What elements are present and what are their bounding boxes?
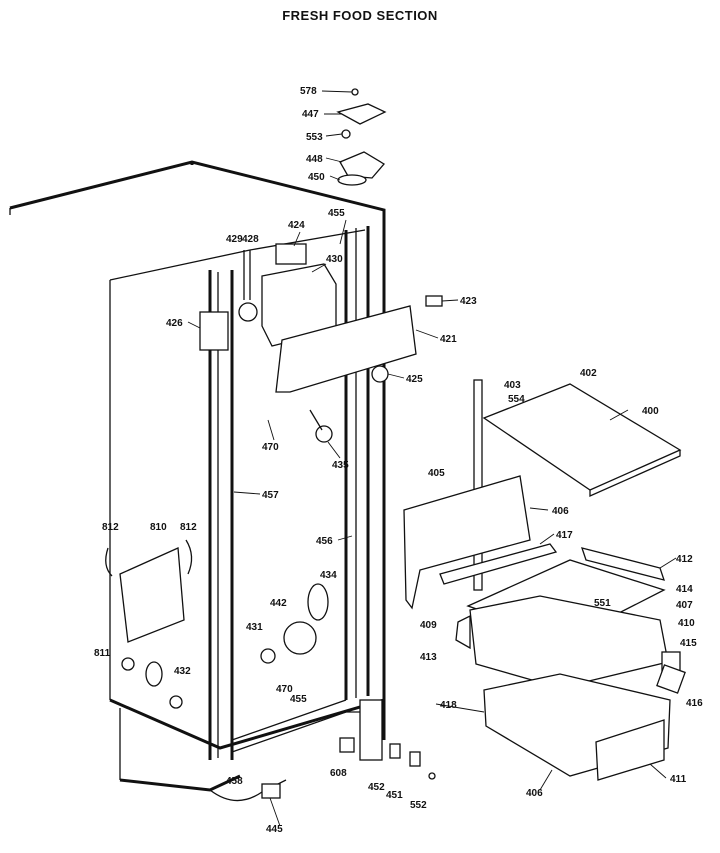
callout-label: 406: [526, 788, 543, 799]
callout-label: 416: [686, 698, 703, 709]
callout-label: 608: [330, 768, 347, 779]
callout-label: 413: [420, 652, 437, 663]
callout-label: 455: [290, 694, 307, 705]
callout-label: 470: [276, 684, 293, 695]
callout-label: 434: [320, 570, 337, 581]
callout-label: 552: [410, 800, 427, 811]
callout-label: 426: [166, 318, 183, 329]
callout-label: 429: [226, 234, 243, 245]
cabinet-outline: [9, 160, 386, 792]
callout-label: 810: [150, 522, 167, 533]
callout-label: 457: [262, 490, 279, 501]
callout-label: 553: [306, 132, 323, 143]
part-callouts: 578 447 553 448 450 455 424 429 428 430 …: [94, 86, 703, 835]
callout-label: 403: [504, 380, 521, 391]
callout-label: 458: [226, 776, 243, 787]
callout-label: 456: [316, 536, 333, 547]
callout-label: 411: [670, 774, 687, 785]
glass-shelf: [473, 379, 682, 591]
callout-label: 410: [678, 618, 695, 629]
callout-label: 402: [580, 368, 597, 379]
callout-label: 442: [270, 598, 287, 609]
callout-label: 812: [180, 522, 197, 533]
callout-label: 452: [368, 782, 385, 793]
callout-label: 412: [676, 554, 693, 565]
callout-label: 417: [556, 530, 573, 541]
callout-label: 451: [386, 790, 403, 801]
callout-label: 812: [102, 522, 119, 533]
door-side-parts: [105, 539, 436, 802]
callout-label: 551: [594, 598, 611, 609]
callout-label: 425: [406, 374, 423, 385]
callout-label: 447: [302, 109, 319, 120]
callout-label: 554: [508, 394, 525, 405]
callout-label: 431: [246, 622, 263, 633]
control-housing: [199, 243, 443, 443]
callout-label: 470: [262, 442, 279, 453]
top-hinge-parts: [336, 88, 387, 186]
callout-label: 455: [328, 208, 345, 219]
callout-label: 406: [552, 506, 569, 517]
callout-label: 414: [676, 584, 693, 595]
callout-label: 409: [420, 620, 437, 631]
callout-label: 405: [428, 468, 445, 479]
callout-label: 418: [440, 700, 457, 711]
callout-label: 407: [676, 600, 693, 611]
callout-label: 421: [440, 334, 457, 345]
callout-label: 448: [306, 154, 323, 165]
callout-label: 450: [308, 172, 325, 183]
callout-label: 578: [300, 86, 317, 97]
callout-label: 432: [174, 666, 191, 677]
leader-lines: [187, 90, 677, 827]
diagram-title: FRESH FOOD SECTION: [282, 8, 438, 23]
callout-label: 445: [266, 824, 283, 835]
callout-label: 415: [680, 638, 697, 649]
callout-label: 430: [326, 254, 343, 265]
crisper-assembly: [403, 475, 686, 781]
callout-label: 400: [642, 406, 659, 417]
callout-label: 811: [94, 648, 111, 659]
callout-label: 424: [288, 220, 305, 231]
callout-label: 435: [332, 460, 349, 471]
callout-label: 423: [460, 296, 477, 307]
callout-label: 428: [242, 234, 259, 245]
